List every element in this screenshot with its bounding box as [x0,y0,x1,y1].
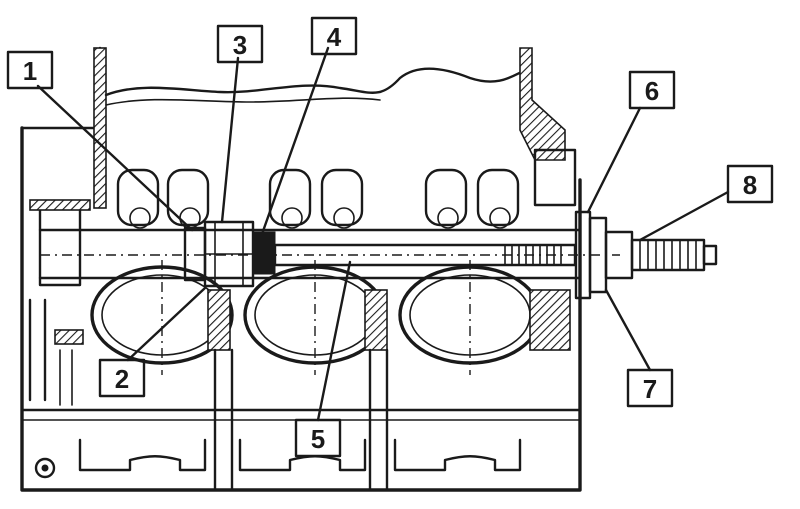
lifter-bores [38,168,582,280]
callout-3-label: 3 [233,30,247,60]
callout-5-label: 5 [311,424,325,454]
callout-2-label: 2 [115,364,129,394]
callout-1: 1 [6,50,54,90]
callout-4: 4 [310,16,358,56]
leader-lines [36,46,730,422]
callout-3: 3 [216,24,264,64]
bushing-tool-assembly [183,210,718,300]
nut [252,231,276,275]
callout-4-label: 4 [327,22,342,52]
callout-8: 8 [726,164,774,204]
callout-6-label: 6 [645,76,659,106]
callout-7: 7 [626,368,674,408]
callout-5: 5 [294,418,342,458]
cylinder-bores [90,265,571,412]
engine-block [20,46,582,492]
callout-7-label: 7 [643,374,657,404]
center-lines [40,254,620,375]
callout-2: 2 [98,358,146,398]
callout-8-label: 8 [743,170,757,200]
threaded-end [630,238,706,272]
callout-6: 6 [628,70,676,110]
callout-1-label: 1 [23,56,37,86]
